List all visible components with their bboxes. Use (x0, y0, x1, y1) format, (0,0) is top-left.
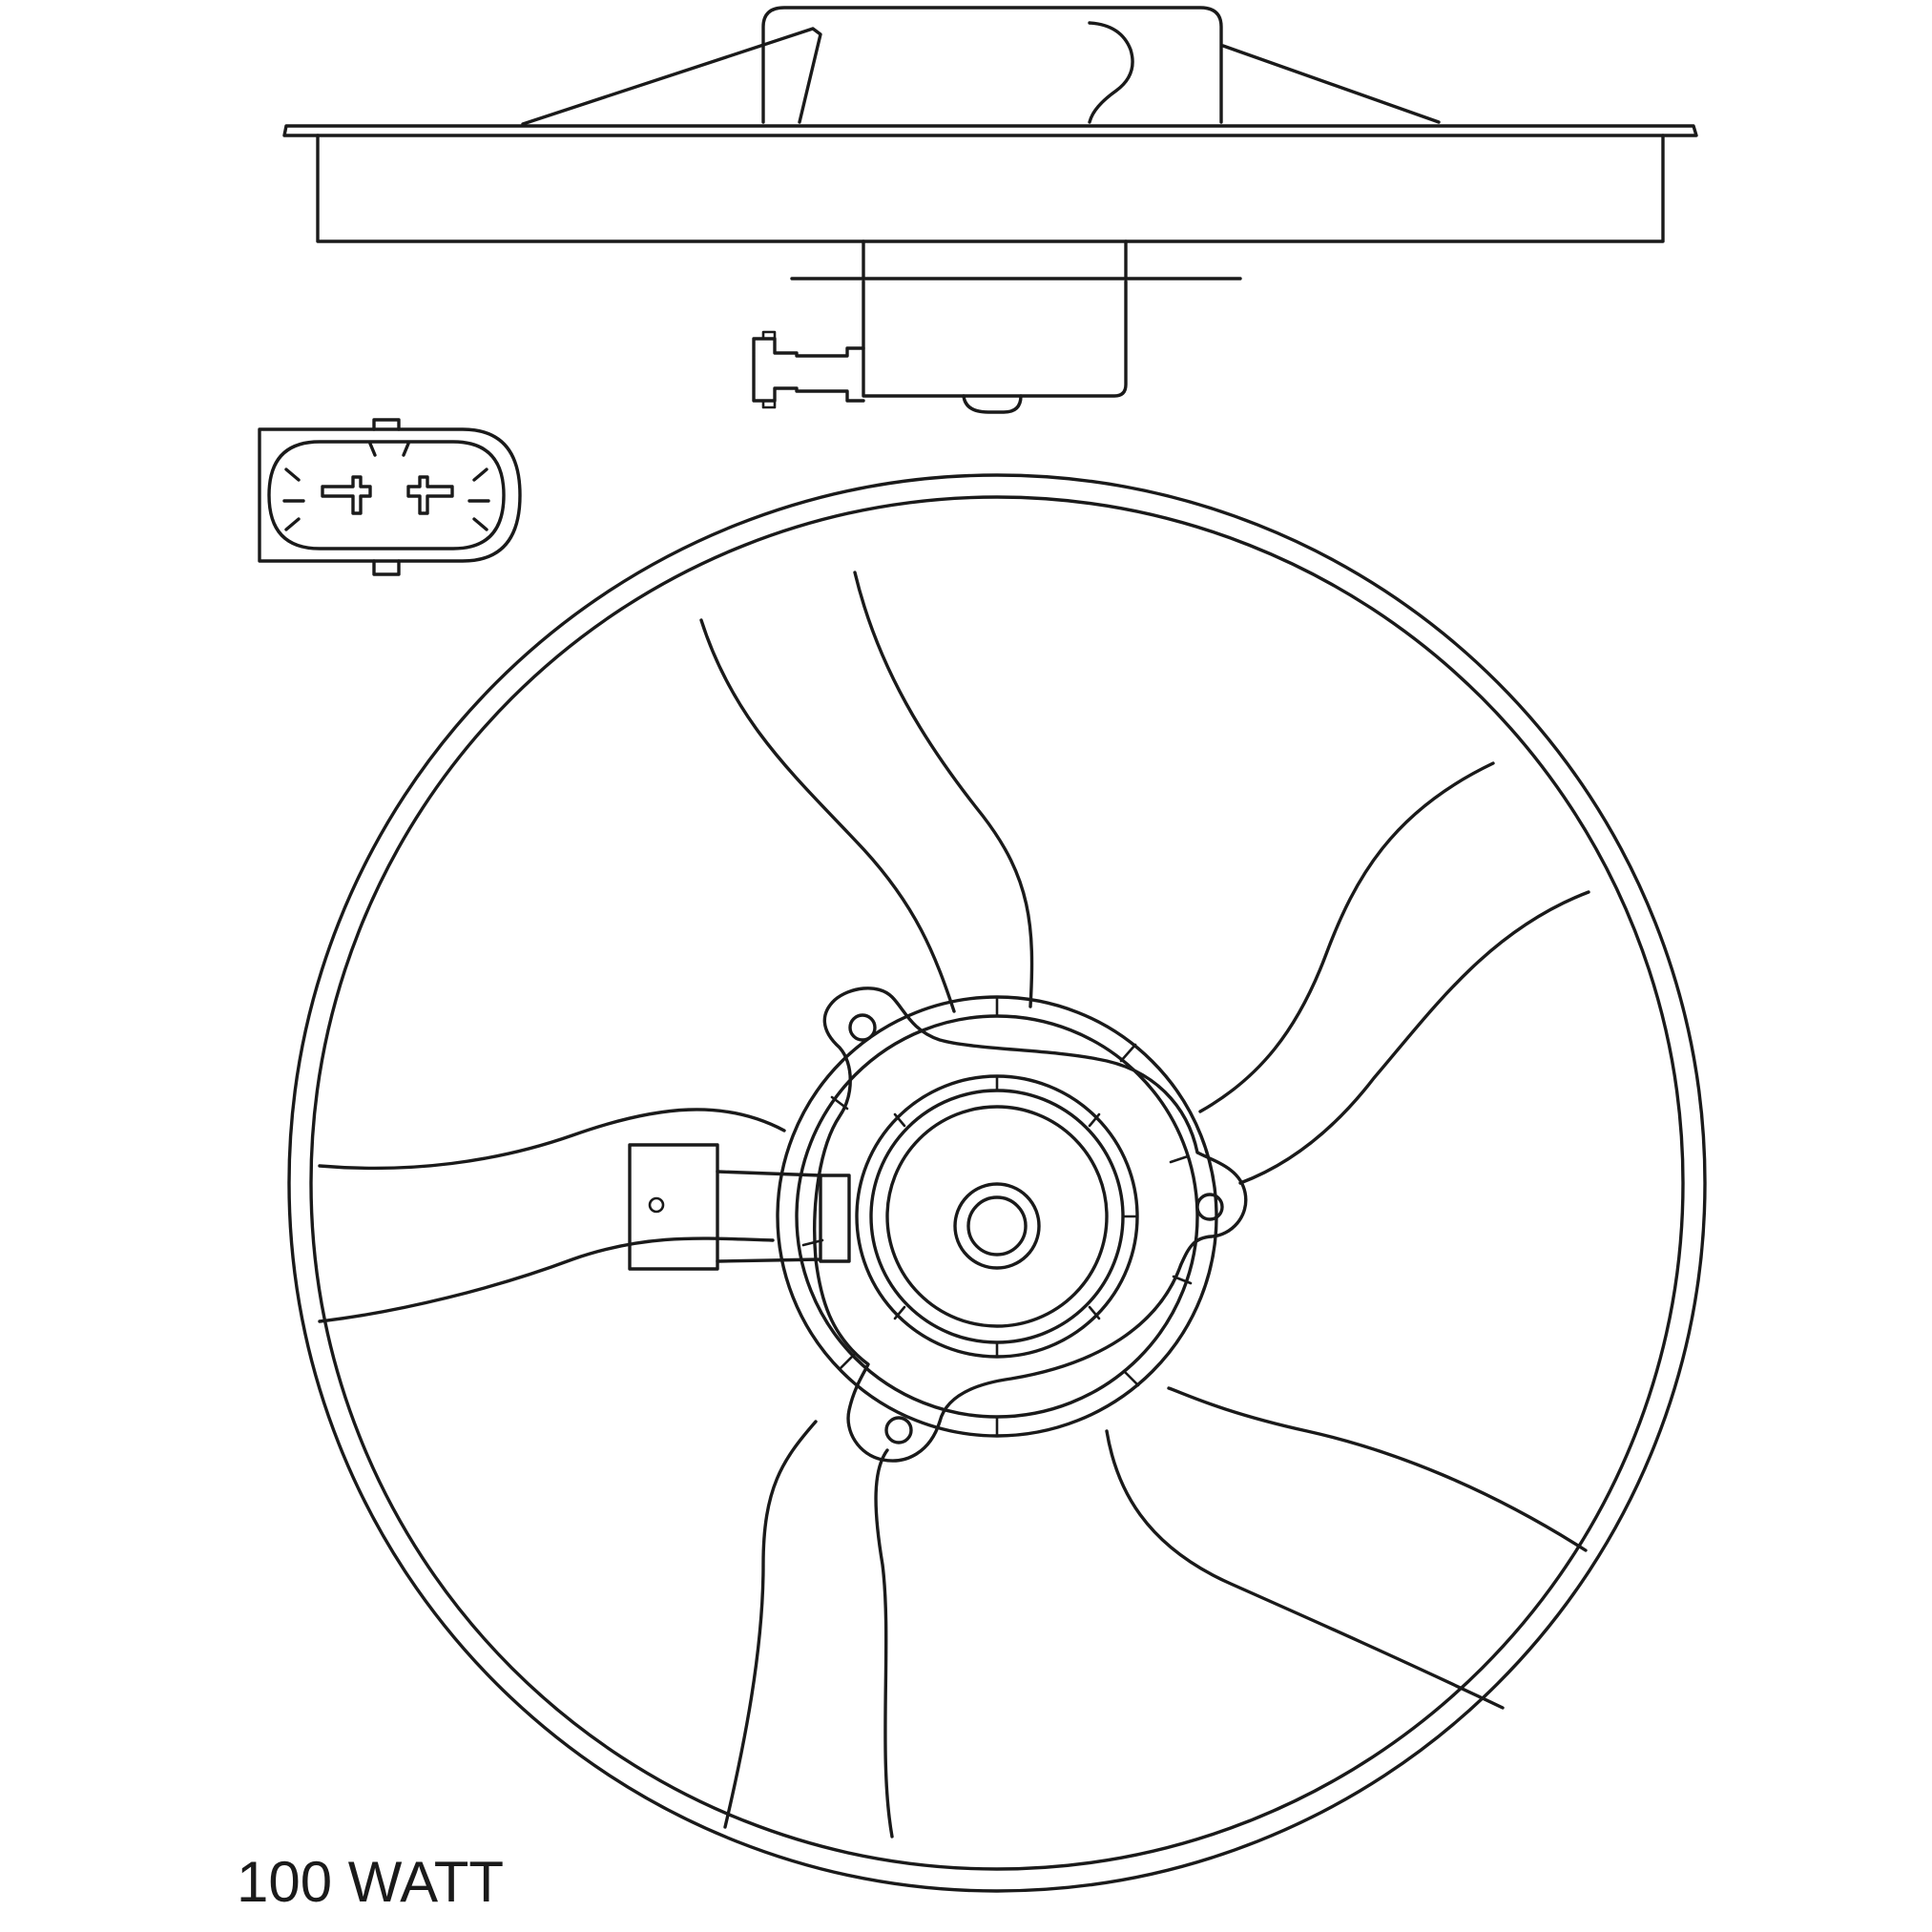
shaft-outer (953, 1182, 1041, 1270)
left-brace (521, 27, 822, 126)
shroud-body (316, 134, 1665, 243)
fan-blade-lower-right (1105, 1386, 1588, 1710)
fan-blade-top (699, 571, 1034, 1013)
wire-grommet (819, 1174, 851, 1263)
motor-bottom-cap (962, 394, 1023, 414)
mount-hole-right (1195, 1193, 1224, 1221)
shaft-inner (966, 1195, 1028, 1257)
fan-inner-ring (309, 495, 1685, 1871)
side-view (282, 6, 1698, 414)
plug-pin-left (321, 475, 372, 515)
plug-housing (258, 427, 522, 563)
plug-bottom-tab (372, 559, 401, 576)
motor-neck (862, 239, 1128, 279)
motor-body (862, 280, 1128, 398)
plug-pin-right (406, 475, 454, 515)
motor-ring-inner (885, 1105, 1109, 1328)
flange-plate (282, 124, 1698, 137)
side-connector (752, 337, 865, 403)
right-brace (1221, 44, 1441, 124)
wire-clip (1088, 21, 1134, 124)
connector-lock (761, 330, 777, 409)
hub-outer-ring (776, 995, 1218, 1438)
connector-plug-face (258, 418, 522, 576)
power-rating-label: 100 WATT (237, 1850, 505, 1914)
fan-blade-left (318, 1108, 786, 1323)
motor-ring-ticks (893, 1074, 1139, 1359)
plug-inner (267, 440, 506, 551)
hub-spokes (801, 995, 1193, 1438)
plug-top-tab (372, 418, 401, 431)
fan-outer-ring (287, 473, 1707, 1893)
front-connector (628, 1143, 719, 1271)
front-wire (716, 1170, 822, 1263)
mount-hole-bottom (884, 1416, 913, 1444)
motor-top-housing (761, 6, 1223, 124)
plug-slots (282, 442, 490, 531)
mounting-bracket (813, 987, 1248, 1463)
fan-blade-bottom (723, 1420, 894, 1839)
front-view (287, 473, 1707, 1893)
motor-ring-mid (869, 1089, 1125, 1344)
front-connector-pin (648, 1196, 665, 1214)
mount-hole-top (848, 1013, 877, 1042)
fan-blade-upper-right (1198, 761, 1590, 1185)
